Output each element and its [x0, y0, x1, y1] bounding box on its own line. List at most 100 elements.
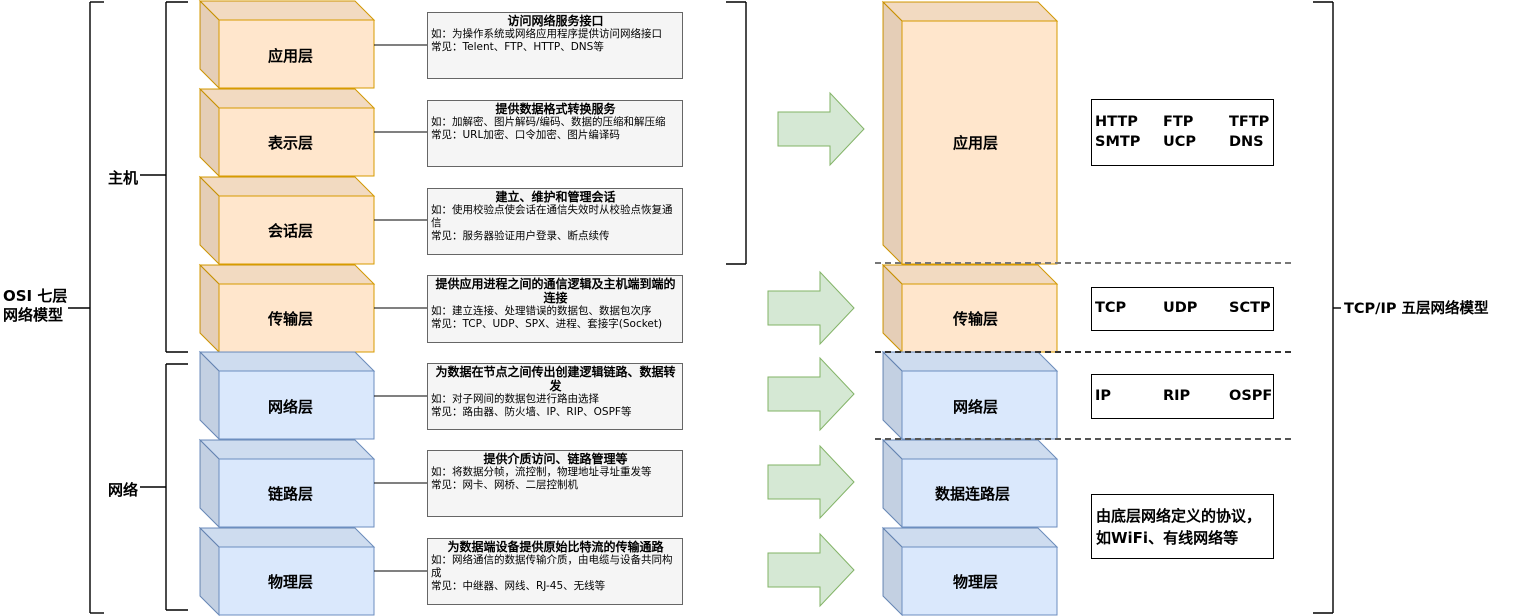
desc-title: 提供介质访问、链路管理等 — [483, 452, 628, 466]
protocols-network-grid: IP RIP OSPF — [1092, 386, 1273, 406]
tcpip-layer-label-application: 应用层 — [953, 134, 999, 152]
tcpip-layer-physical-side-shade — [883, 528, 902, 615]
osi-layer-presentation-front-face — [218, 107, 375, 177]
protocols-link-physical-note: 由底层网络定义的协议， 如WiFi、有线网络等 — [1092, 495, 1273, 549]
osi-layer-application-side-shade — [200, 1, 219, 88]
osi-layer-datalink-front-face — [218, 458, 375, 528]
protocol-ospf: OSPF — [1229, 388, 1273, 404]
desc-line: 常见：中继器、网线、RJ-45、无线等 — [431, 580, 606, 592]
tcpip-layer-application-top-shade — [883, 2, 1057, 21]
osi-layer-application — [198, 0, 376, 90]
osi-layer-transport-front-face — [218, 283, 375, 353]
desc-physical: 为数据端设备提供原始比特流的传输通路 如：网络通信的数据传输介质，由电缆与设备共… — [427, 538, 683, 605]
osi-layer-session — [198, 175, 376, 266]
tcpip-layer-datalink-side-shade — [883, 440, 902, 527]
desc-title: 访问网络服务接口 — [507, 14, 604, 28]
protocol-tcp: TCP — [1095, 300, 1127, 316]
tcpip-layer-application-front-face — [901, 20, 1058, 265]
protocol-http: HTTP — [1095, 114, 1138, 130]
osi-layer-physical-front-face — [218, 546, 375, 616]
osi-layer-datalink-top-shade — [200, 440, 374, 459]
osi-layer-presentation — [198, 87, 376, 178]
tcpip-layer-transport-top-shade — [883, 265, 1057, 284]
group-label-host: 主机 — [108, 169, 139, 187]
desc-line: 常见：网卡、网桥、二层控制机 — [431, 479, 578, 491]
protocol-ftp: FTP — [1163, 114, 1194, 130]
osi-model-title: OSI 七层 网络模型 — [3, 287, 67, 325]
arrow-network — [767, 356, 855, 432]
desc-line: 常见：TCP、UDP、SPX、进程、套接字(Socket) — [431, 318, 663, 330]
tcpip-layer-label-network: 网络层 — [953, 398, 999, 416]
tcpip-layer-datalink-top-shade — [883, 440, 1057, 459]
desc-line: 常见：服务器验证用户登录、断点续传 — [431, 230, 610, 242]
tcpip-layer-network-front-face — [901, 370, 1058, 440]
desc-line: 如：建立连接、处理错误的数据包、数据包次序 — [431, 305, 652, 317]
desc-line: 如：为操作系统或网络应用程序提供访问网络接口 — [431, 28, 662, 40]
tcpip-layer-label-datalink: 数据连路层 — [935, 485, 1011, 503]
osi-layer-label-physical: 物理层 — [268, 573, 314, 591]
desc-title: 建立、维护和管理会话 — [495, 190, 616, 204]
tcpip-layer-application — [881, 0, 1059, 266]
osi-layer-transport-top-shade — [200, 265, 374, 284]
osi-layer-transport — [198, 263, 376, 354]
desc-transport: 提供应用进程之间的通信逻辑及主机端到端的连接 如：建立连接、处理错误的数据包、数… — [427, 275, 683, 343]
osi-layer-label-application: 应用层 — [268, 47, 314, 65]
desc-line: 常见：URL加密、口令加密、图片编译码 — [431, 129, 620, 141]
tcpip-model-title: TCP/IP 五层网络模型 — [1344, 301, 1489, 317]
osi-layer-network-front-face — [218, 370, 375, 440]
protocol-rip: RIP — [1163, 388, 1191, 404]
tcpip-layer-physical-front-face — [901, 546, 1058, 616]
osi-layer-application-top-shade — [200, 1, 374, 20]
protocol-tftp: TFTP — [1229, 114, 1270, 130]
tcpip-layer-datalink — [881, 438, 1059, 529]
osi-layer-datalink-side-shade — [200, 440, 219, 527]
desc-line: 常见：Telent、FTP、HTTP、DNS等 — [431, 41, 604, 53]
tcpip-layer-transport — [881, 263, 1059, 354]
desc-line: 如：网络通信的数据传输介质，由电缆与设备共同构成 — [431, 554, 673, 579]
desc-title: 提供应用进程之间的通信逻辑及主机端到端的连接 — [435, 277, 676, 305]
tcpip-layer-label-transport: 传输层 — [953, 310, 999, 328]
osi-layer-transport-side-shade — [200, 265, 219, 352]
osi-layer-network-side-shade — [200, 352, 219, 439]
desc-session: 建立、维护和管理会话 如：使用校验点使会话在通信失效时从校验点恢复通信 常见：服… — [427, 188, 683, 255]
tcpip-layer-application-side-shade — [883, 2, 902, 264]
protocols-transport-grid: TCP UDP SCTP — [1092, 298, 1273, 318]
arrow-application — [777, 91, 865, 167]
protocols-link-physical-box: 由底层网络定义的协议， 如WiFi、有线网络等 — [1091, 494, 1274, 559]
tcpip-layer-transport-front-face — [901, 283, 1058, 353]
desc-line: 如：加解密、图片解码/编码、数据的压缩和解压缩 — [431, 116, 666, 128]
osi-layer-label-datalink: 链路层 — [268, 485, 314, 503]
osi-layer-datalink — [198, 438, 376, 529]
tcpip-layer-network-side-shade — [883, 352, 902, 439]
desc-title: 为数据在节点之间传出创建逻辑链路、数据转发 — [435, 365, 676, 393]
protocols-network-box: IP RIP OSPF — [1091, 374, 1274, 419]
protocols-transport-box: TCP UDP SCTP — [1091, 287, 1274, 331]
tcpip-layer-physical-top-shade — [883, 528, 1057, 547]
desc-line: 如：使用校验点使会话在通信失效时从校验点恢复通信 — [431, 204, 673, 229]
desc-line: 如：对子网间的数据包进行路由选择 — [431, 393, 599, 405]
osi-layer-network-top-shade — [200, 352, 374, 371]
protocol-ucp: UCP — [1163, 134, 1197, 150]
desc-application: 访问网络服务接口 如：为操作系统或网络应用程序提供访问网络接口 常见：Telen… — [427, 12, 683, 79]
osi-layer-physical — [198, 526, 376, 616]
desc-line: 如：将数据分帧，流控制，物理地址寻址重发等 — [431, 466, 652, 478]
protocol-dns: DNS — [1229, 134, 1264, 150]
protocols-application-grid: HTTP FTP TFTP SMTP UCP DNS — [1092, 112, 1273, 152]
desc-title: 提供数据格式转换服务 — [495, 102, 616, 116]
osi-layer-application-front-face — [218, 19, 375, 89]
note-line-1: 由底层网络定义的协议， — [1096, 507, 1262, 525]
osi-layer-presentation-top-shade — [200, 89, 374, 108]
osi-title-line-2: 网络模型 — [3, 306, 64, 324]
osi-layer-session-front-face — [218, 195, 375, 265]
osi-layer-physical-top-shade — [200, 528, 374, 547]
desc-presentation: 提供数据格式转换服务 如：加解密、图片解码/编码、数据的压缩和解压缩 常见：UR… — [427, 100, 683, 167]
protocol-udp: UDP — [1163, 300, 1198, 316]
tcpip-layer-network — [881, 350, 1059, 441]
desc-datalink: 提供介质访问、链路管理等 如：将数据分帧，流控制，物理地址寻址重发等 常见：网卡… — [427, 450, 683, 517]
osi-layer-label-network: 网络层 — [268, 398, 314, 416]
tcpip-layer-transport-side-shade — [883, 265, 902, 352]
osi-layer-session-side-shade — [200, 177, 219, 264]
arrow-datalink — [767, 444, 855, 520]
